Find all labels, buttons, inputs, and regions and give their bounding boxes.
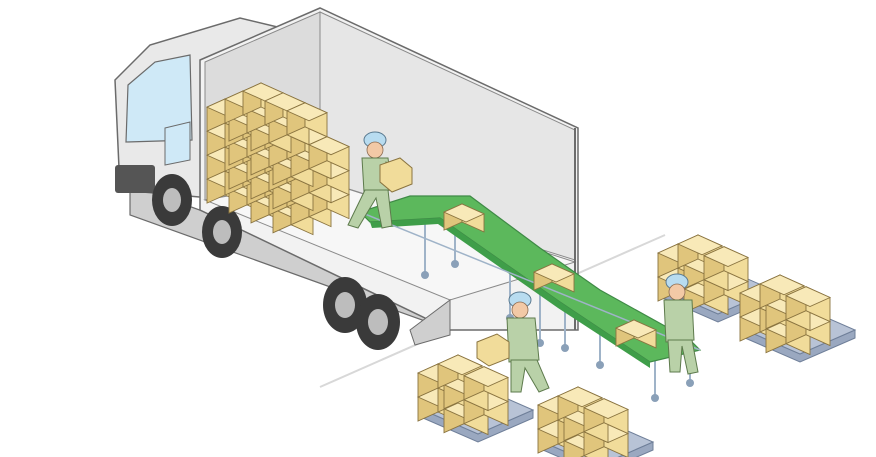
wheel-rear-1 <box>323 277 367 333</box>
pallet-front-left-box <box>462 366 510 403</box>
worker-in-truck <box>347 131 413 229</box>
cab-window <box>125 54 193 143</box>
pallet-back-right-box <box>784 286 832 323</box>
conveyor-box <box>532 263 576 293</box>
pallet-front-left <box>416 354 535 443</box>
pallet-front-right-box <box>582 398 630 435</box>
wheel-middle <box>202 206 242 258</box>
conveyor-box <box>442 203 486 233</box>
cargo-stack <box>205 82 351 236</box>
cargo-box <box>285 102 329 138</box>
held-box <box>379 157 413 193</box>
face <box>668 283 686 301</box>
conveyor-boxes <box>442 203 658 349</box>
wheel-rear-2 <box>356 294 400 350</box>
cargo-box <box>307 136 351 172</box>
held-box <box>476 333 510 367</box>
wheel-front <box>152 174 192 226</box>
pallet-back-left-box <box>702 246 750 283</box>
cab-side-window <box>164 121 191 166</box>
pallet-front-right <box>536 386 655 457</box>
face <box>366 141 384 159</box>
legs <box>510 359 550 393</box>
face <box>511 301 529 319</box>
dock-plate <box>409 299 451 346</box>
worker-left <box>476 291 550 393</box>
pallet-back-right <box>738 274 857 363</box>
torso <box>506 317 540 363</box>
legs <box>667 339 699 375</box>
torso <box>663 299 695 343</box>
cab-bumper <box>115 165 155 193</box>
conveyor-box <box>614 319 658 349</box>
worker-right <box>663 273 699 375</box>
legs <box>347 189 393 229</box>
